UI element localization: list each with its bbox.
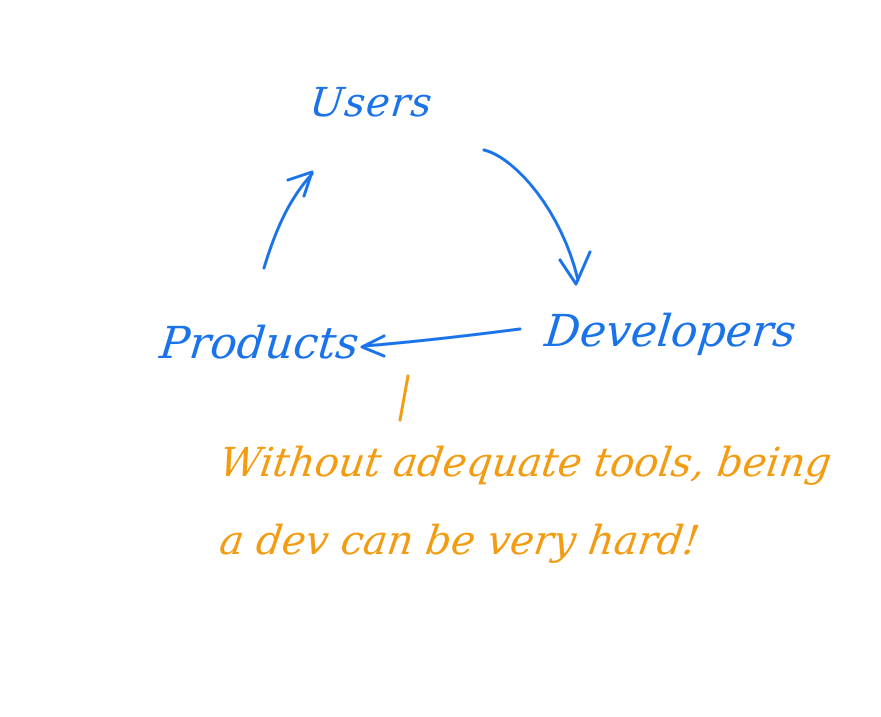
arrow-developers-to-products [362,327,522,348]
annotation-note-line-2: a dev can be very hard! [216,518,703,564]
arrow-products-to-users [262,172,314,270]
arrowhead-products-to-users [286,170,314,198]
node-products: Products [157,318,362,369]
note-pointer-line [398,374,410,422]
node-users: Users [307,80,435,126]
arrow-users-to-developers [482,148,580,282]
arrowhead-developers-to-products [360,334,386,358]
node-developers: Developers [542,306,799,357]
arrowhead-users-to-developers [558,250,592,286]
annotation-note-line-1: Without adequate tools, being [216,440,835,486]
